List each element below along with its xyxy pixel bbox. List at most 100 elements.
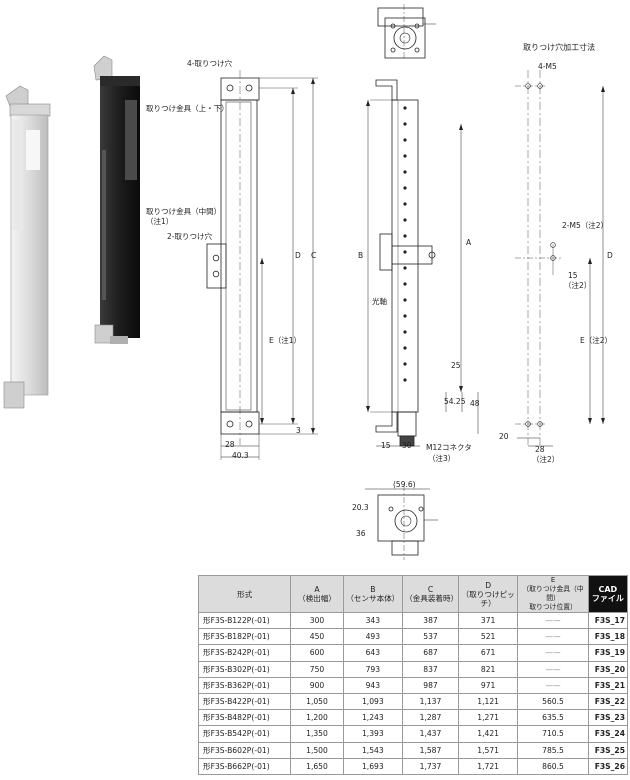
cell-model: 形F3S-B602P(-01) (197, 741, 292, 759)
bottom-view-drawing (365, 485, 438, 560)
label-dim-e-note2: E（注2） (580, 336, 613, 345)
cell-cad: F3S_19 (587, 644, 629, 662)
label-dim-3: 3 (296, 426, 301, 435)
cell-d: 371 (457, 611, 519, 630)
cell-b: 793 (342, 660, 404, 678)
cell-model: 形F3S-B542P(-01) (197, 725, 292, 743)
cell-model: 形F3S-B662P(-01) (197, 757, 292, 775)
cell-e: —— (517, 611, 589, 630)
cell-c: 687 (402, 644, 459, 662)
cell-b: 943 (342, 676, 404, 694)
cell-c: 537 (402, 628, 459, 646)
header-e: E（取りつけ金具（中間）取りつけ位置） (517, 575, 589, 613)
label-dim-15-note2: 15 (568, 271, 578, 280)
cell-b: 1,093 (342, 692, 404, 711)
cell-d: 1,571 (457, 741, 519, 759)
cell-cad: F3S_17 (587, 611, 629, 630)
label-dim-d: D (295, 251, 301, 260)
hole-pattern-title: 取りつけ穴加工寸法 (523, 43, 596, 52)
label-dim-20-3: 20.3 (352, 503, 369, 512)
label-optical-axis: 光軸 (372, 297, 387, 306)
cell-model: 形F3S-B182P(-01) (197, 628, 292, 646)
label-dim-25: 25 (451, 361, 461, 370)
cell-d: 671 (457, 644, 519, 662)
cell-e: 785.5 (517, 741, 589, 759)
cell-e: 635.5 (517, 709, 589, 727)
cell-cad: F3S_25 (587, 741, 629, 759)
label-mount-hole-2: 2-取りつけ穴 (167, 232, 213, 241)
header-d: D（取りつけピッチ） (457, 575, 519, 613)
cell-b: 643 (342, 644, 404, 662)
cell-a: 1,200 (290, 709, 344, 727)
cell-d: 1,121 (457, 692, 519, 711)
cell-c: 1,737 (402, 757, 459, 775)
cell-a: 750 (290, 660, 344, 678)
cell-c: 1,287 (402, 709, 459, 727)
cell-cad: F3S_24 (587, 725, 629, 743)
cell-e: —— (517, 660, 589, 678)
label-dim-48: 48 (470, 399, 480, 408)
label-dim-59-6: (59.6) (393, 480, 416, 489)
cell-d: 1,271 (457, 709, 519, 727)
product-photo-silver (3, 85, 51, 409)
cell-cad: F3S_23 (587, 709, 629, 727)
dimension-table: 形式 A（検出幅） B（センサ本体） C（金具装着時） D（取りつけピッチ） E… (197, 575, 629, 775)
label-bracket-top-bottom: 取りつけ金具（上・下） (146, 104, 229, 113)
cell-model: 形F3S-B362P(-01) (197, 676, 292, 694)
cell-model: 形F3S-B422P(-01) (197, 692, 292, 711)
cell-a: 600 (290, 644, 344, 662)
label-m5-4: 4-M5 (538, 62, 557, 71)
label-m5-2-note2: 2-M5（注2） (562, 221, 608, 230)
label-mount-hole-4: 4-取りつけ穴 (187, 59, 233, 68)
optical-axis-markers (366, 100, 463, 412)
top-view-drawing (377, 4, 436, 60)
header-c: C（金具装着時） (402, 575, 459, 613)
cell-model: 形F3S-B122P(-01) (197, 611, 292, 630)
label-dim-15: 15 (381, 441, 391, 450)
cell-e: 710.5 (517, 725, 589, 743)
cell-b: 343 (342, 611, 404, 630)
cell-b: 1,393 (342, 725, 404, 743)
label-dim-28-left: 28 (225, 440, 235, 449)
cell-a: 1,350 (290, 725, 344, 743)
cell-c: 387 (402, 611, 459, 630)
label-note2-b: （注2） (532, 455, 560, 464)
header-a: A（検出幅） (290, 575, 344, 613)
header-b: B（センサ本体） (342, 575, 404, 613)
header-model: 形式 (197, 575, 292, 613)
cell-b: 1,543 (342, 741, 404, 759)
cell-e: 860.5 (517, 757, 589, 775)
cell-d: 971 (457, 676, 519, 694)
cell-cad: F3S_18 (587, 628, 629, 646)
cell-d: 1,721 (457, 757, 519, 775)
label-dim-c: C (311, 251, 317, 260)
cell-d: 521 (457, 628, 519, 646)
label-dim-36: 36 (356, 529, 366, 538)
cell-model: 形F3S-B482P(-01) (197, 709, 292, 727)
cell-cad: F3S_26 (587, 757, 629, 775)
cell-e: 560.5 (517, 692, 589, 711)
label-dim-a: A (466, 238, 472, 247)
cell-a: 1,650 (290, 757, 344, 775)
cell-a: 1,050 (290, 692, 344, 711)
label-dim-30: 30 (402, 441, 412, 450)
cell-c: 1,437 (402, 725, 459, 743)
cell-c: 1,137 (402, 692, 459, 711)
cell-a: 900 (290, 676, 344, 694)
label-dim-40-3: 40.3 (232, 451, 249, 460)
label-m12-connector: M12コネクタ (426, 443, 472, 452)
table-header-row: 形式 A（検出幅） B（センサ本体） C（金具装着時） D（取りつけピッチ） E… (197, 575, 629, 613)
cell-cad: F3S_20 (587, 660, 629, 678)
